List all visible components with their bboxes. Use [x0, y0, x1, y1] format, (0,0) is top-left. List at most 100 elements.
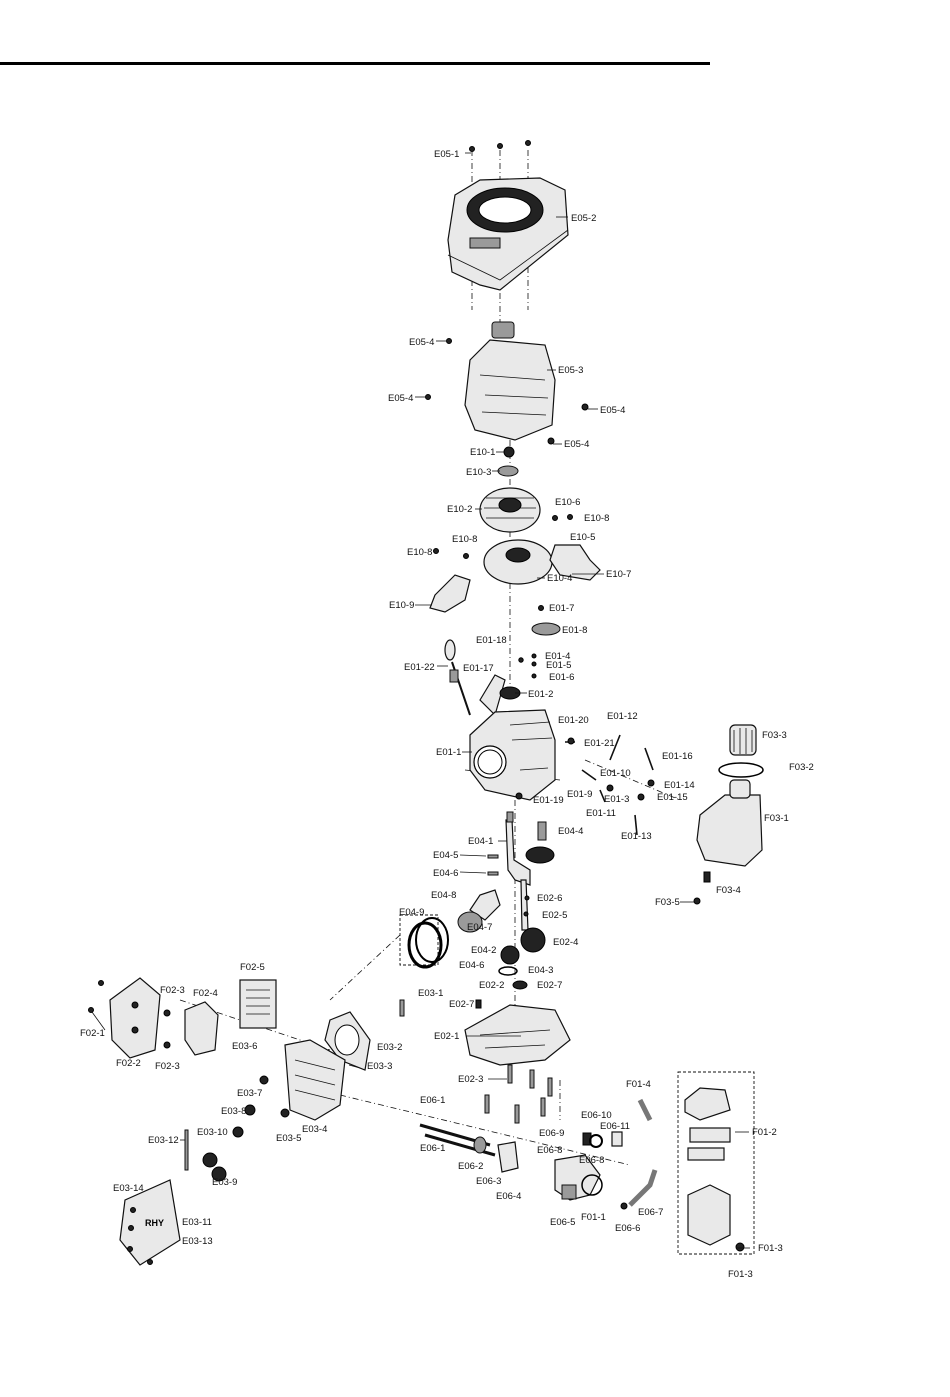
- sump-bolts: [484, 1064, 553, 1124]
- part-labels: E05-1 E05-2 E05-4 E05-3 E05-4 E05-4 E05-…: [80, 149, 814, 1280]
- leader-lines: [91, 152, 750, 1249]
- ignition-lead: [429, 574, 471, 613]
- connecting-rod: [457, 889, 501, 933]
- label-E10-8: E10-8: [407, 547, 432, 558]
- label-F03-4: F03-4: [716, 885, 741, 896]
- label-E04-1: E04-1: [468, 836, 493, 847]
- rocker-cover-logo: RHY: [145, 1218, 164, 1228]
- label-E01-8: E01-8: [562, 625, 587, 636]
- label-E03-7: E03-7: [237, 1088, 262, 1099]
- fuel-hose: [620, 1098, 658, 1210]
- label-E01-20: E01-20: [558, 715, 589, 726]
- cover-screws: [469, 140, 531, 152]
- label-E01-17: E01-17: [463, 663, 494, 674]
- label-F01-3: F01-3: [728, 1269, 753, 1280]
- rocker-cover: RHY: [119, 1179, 181, 1266]
- label-E03-12: E03-12: [148, 1135, 179, 1146]
- governor-linkage: [565, 734, 655, 836]
- label-F01-4: F01-4: [626, 1079, 651, 1090]
- label-E06-5: E06-5: [550, 1217, 575, 1228]
- label-E03-10: E03-10: [197, 1127, 228, 1138]
- fuel-cap: [718, 724, 764, 778]
- label-E01-5: E01-5: [546, 660, 571, 671]
- label-E06-4: E06-4: [496, 1191, 521, 1202]
- label-E03-1: E03-1: [418, 988, 443, 999]
- label-E03-11: E03-11: [182, 1217, 212, 1228]
- label-E04-9: E04-9: [399, 907, 424, 918]
- label-E02-5: E02-5: [542, 910, 567, 921]
- crankcase: [469, 709, 556, 801]
- flywheel-nut: [497, 446, 519, 477]
- label-E10-7: E10-7: [606, 569, 631, 580]
- label-E05-4: E05-4: [564, 439, 589, 450]
- spark-arrestor: [239, 979, 277, 1029]
- label-E05-4: E05-4: [409, 337, 434, 348]
- ignition-module: [433, 514, 601, 581]
- dipstick: [444, 639, 471, 716]
- label-E06-11: E06-11: [600, 1121, 630, 1132]
- muffler-guard: [88, 977, 161, 1059]
- label-E01-19: E01-19: [533, 795, 564, 806]
- label-E02-3: E02-3: [458, 1074, 483, 1085]
- label-E04-2: E04-2: [471, 945, 496, 956]
- label-E03-14: E03-14: [113, 1183, 144, 1194]
- label-F01-1: F01-1: [581, 1212, 606, 1223]
- label-F01-3: F01-3: [758, 1243, 783, 1254]
- label-E06-1: E06-1: [420, 1095, 445, 1106]
- label-E05-2: E05-2: [571, 213, 596, 224]
- label-E01-2: E01-2: [528, 689, 553, 700]
- label-E01-11: E01-11: [586, 808, 616, 819]
- label-E04-6: E04-6: [459, 960, 484, 971]
- label-E05-3: E05-3: [558, 365, 583, 376]
- piston-pin: [487, 854, 499, 876]
- label-E06-3: E06-3: [476, 1176, 501, 1187]
- label-F02-3: F02-3: [155, 1061, 180, 1072]
- label-E10-6: E10-6: [555, 497, 580, 508]
- starter-cup: [483, 539, 553, 585]
- label-F03-3: F03-3: [762, 730, 787, 741]
- label-E02-1: E02-1: [434, 1031, 459, 1042]
- label-F02-1: F02-1: [80, 1028, 105, 1039]
- label-E06-2: E06-2: [458, 1161, 483, 1172]
- piston-rings: [399, 914, 449, 969]
- label-E03-5: E03-5: [276, 1133, 301, 1144]
- breather-cover: [479, 674, 521, 717]
- header-rule: [0, 62, 710, 65]
- blower-housing-cover: [447, 177, 569, 291]
- label-E01-7: E01-7: [549, 603, 574, 614]
- label-E02-7: E02-7: [537, 980, 562, 991]
- label-E01-4: E01-4: [545, 651, 570, 662]
- label-E04-6: E04-6: [433, 868, 458, 879]
- carb-gaskets: [473, 1136, 519, 1173]
- label-E03-2: E03-2: [377, 1042, 402, 1053]
- label-F02-4: F02-4: [193, 988, 218, 999]
- label-F02-5: F02-5: [240, 962, 265, 973]
- label-E01-9: E01-9: [567, 789, 592, 800]
- label-F02-3: F02-3: [160, 985, 185, 996]
- label-E01-18: E01-18: [476, 635, 507, 646]
- label-E05-1: E05-1: [434, 149, 459, 160]
- label-E04-5: E04-5: [433, 850, 458, 861]
- label-E05-4: E05-4: [388, 393, 413, 404]
- label-E03-13: E03-13: [182, 1236, 213, 1247]
- label-F03-2: F03-2: [789, 762, 814, 773]
- label-E10-8: E10-8: [452, 534, 477, 545]
- head-gasket: [324, 1011, 371, 1071]
- label-E06-1: E06-1: [420, 1143, 445, 1154]
- label-F03-5: F03-5: [655, 897, 680, 908]
- label-E02-6: E02-6: [537, 893, 562, 904]
- label-E01-6: E01-6: [549, 672, 574, 683]
- label-E01-10: E01-10: [600, 768, 631, 779]
- label-E01-16: E01-16: [662, 751, 693, 762]
- label-E01-12: E01-12: [607, 711, 638, 722]
- label-E04-3: E04-3: [528, 965, 553, 976]
- label-E01-14: E01-14: [664, 780, 695, 791]
- label-E06-8: E06-8: [579, 1155, 604, 1166]
- camshaft-gear: [498, 895, 546, 990]
- carburetor: [554, 1131, 623, 1201]
- oil-sump: [464, 999, 571, 1066]
- label-E06-9: E06-9: [539, 1128, 564, 1139]
- label-E01-13: E01-13: [621, 831, 652, 842]
- label-F02-2: F02-2: [116, 1058, 141, 1069]
- muffler: [163, 1001, 219, 1056]
